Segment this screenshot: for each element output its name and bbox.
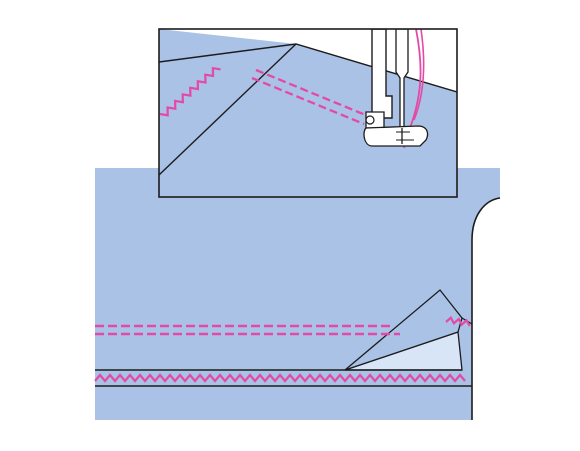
garment-panel xyxy=(94,168,501,420)
presser-foot-sole xyxy=(363,125,429,147)
inset-straight-stitch-lower xyxy=(251,76,365,126)
presser-foot-screw xyxy=(365,115,375,125)
inset-straight-stitch-upper xyxy=(255,68,369,118)
inset-zigzag-stitch xyxy=(159,66,221,117)
inset-closeup xyxy=(158,28,458,198)
presser-foot-slot xyxy=(396,131,414,141)
sewing-presser-foot-icon xyxy=(363,29,429,149)
zigzag-stitch-hem xyxy=(94,373,466,383)
needle-thread-back xyxy=(413,29,425,121)
fabric-outline xyxy=(471,197,501,420)
inset-fold-line xyxy=(159,43,297,176)
inset-frame-border xyxy=(158,28,458,198)
zigzag-stitch-corner xyxy=(445,315,471,327)
needle-thread xyxy=(403,29,422,149)
double-straight-stitch xyxy=(95,324,400,336)
